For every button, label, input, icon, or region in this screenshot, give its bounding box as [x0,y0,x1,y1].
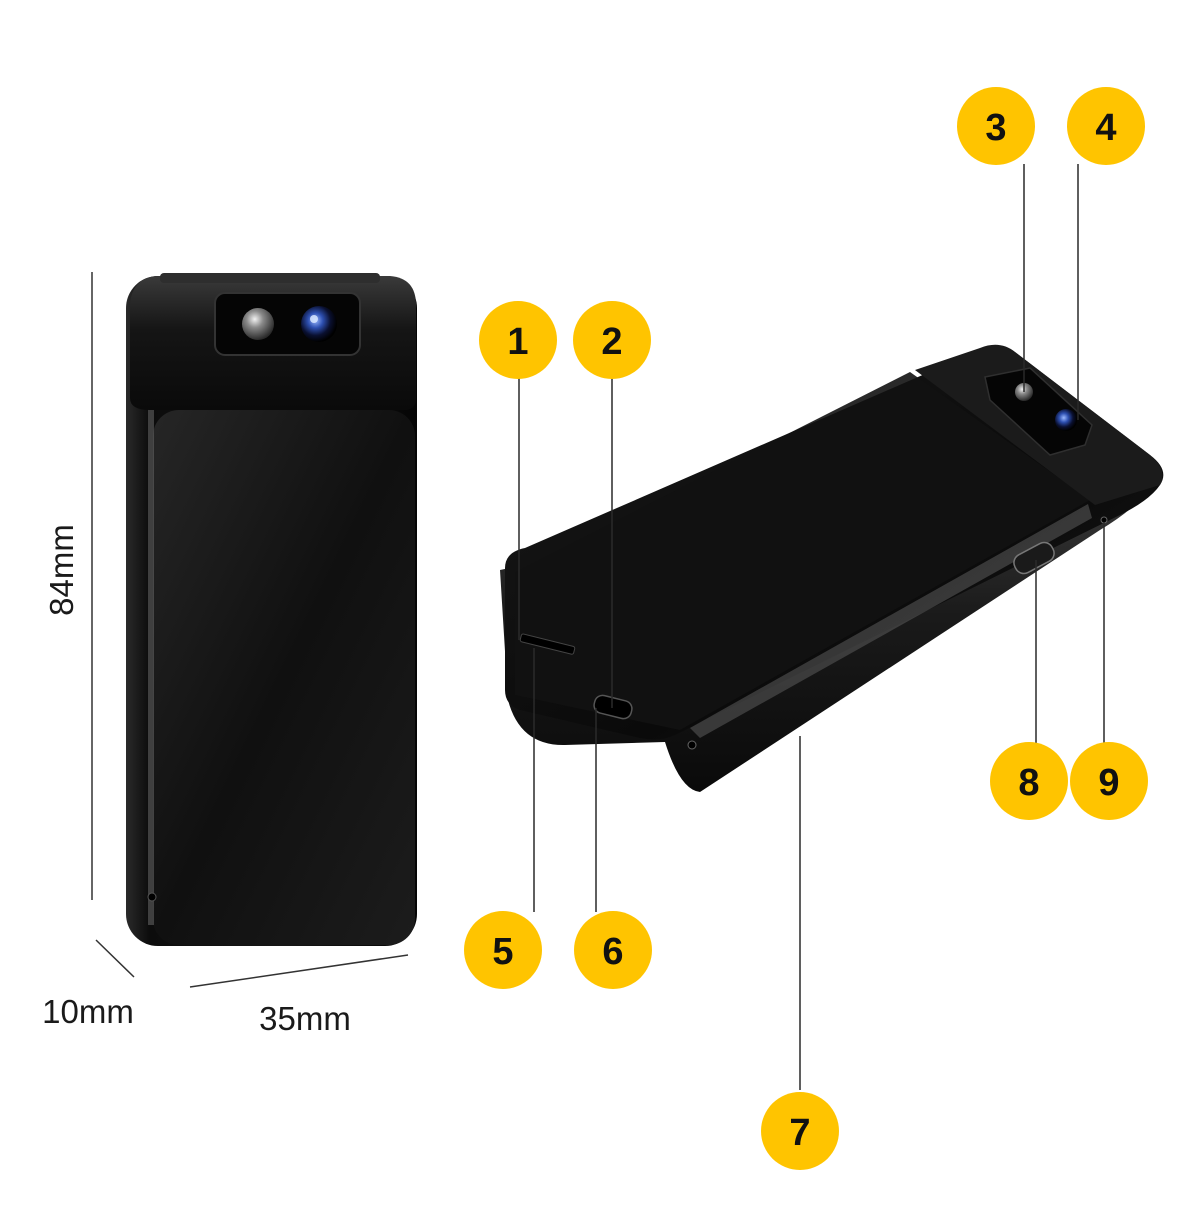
device-angled-view [500,344,1164,792]
svg-text:4: 4 [1095,107,1116,149]
depth-label: 10mm [42,993,134,1030]
callout-5: 5 [464,911,542,989]
usb-port [593,694,633,720]
reset-hole-angled-icon [687,740,697,750]
sd-card-slot [519,633,576,655]
device-front-view [126,273,417,946]
height-label: 84mm [43,524,80,616]
callout-7: 7 [761,1092,839,1170]
callout-2: 2 [573,301,651,379]
svg-text:8: 8 [1018,762,1039,804]
svg-text:3: 3 [985,107,1006,149]
leader-lines [518,164,1105,1090]
callout-6: 6 [574,911,652,989]
callout-9: 9 [1070,742,1148,820]
power-switch [1013,541,1055,575]
svg-text:1: 1 [507,321,528,363]
svg-text:7: 7 [789,1112,810,1154]
svg-text:6: 6 [602,931,623,973]
callout-8: 8 [990,742,1068,820]
svg-text:9: 9 [1098,762,1119,804]
dimension-lines [91,272,409,988]
callout-3: 3 [957,87,1035,165]
width-dimension-line [189,954,409,988]
camera-lens-icon [301,306,337,342]
device-face-panel [153,410,415,945]
depth-dimension-line [95,939,135,978]
device-glass-panel [515,372,1090,730]
callout-4: 4 [1067,87,1145,165]
svg-text:5: 5 [492,931,513,973]
width-label: 35mm [259,1000,351,1037]
callout-1: 1 [479,301,557,379]
angled-camera-window [984,367,1093,456]
reset-hole-icon [147,892,157,902]
callouts: 1 2 3 4 5 6 7 8 [464,87,1148,1170]
angled-camera-lens-icon [1055,409,1077,431]
ir-sensor-icon [242,308,274,340]
camera-window [214,292,361,356]
svg-text:2: 2 [601,321,622,363]
